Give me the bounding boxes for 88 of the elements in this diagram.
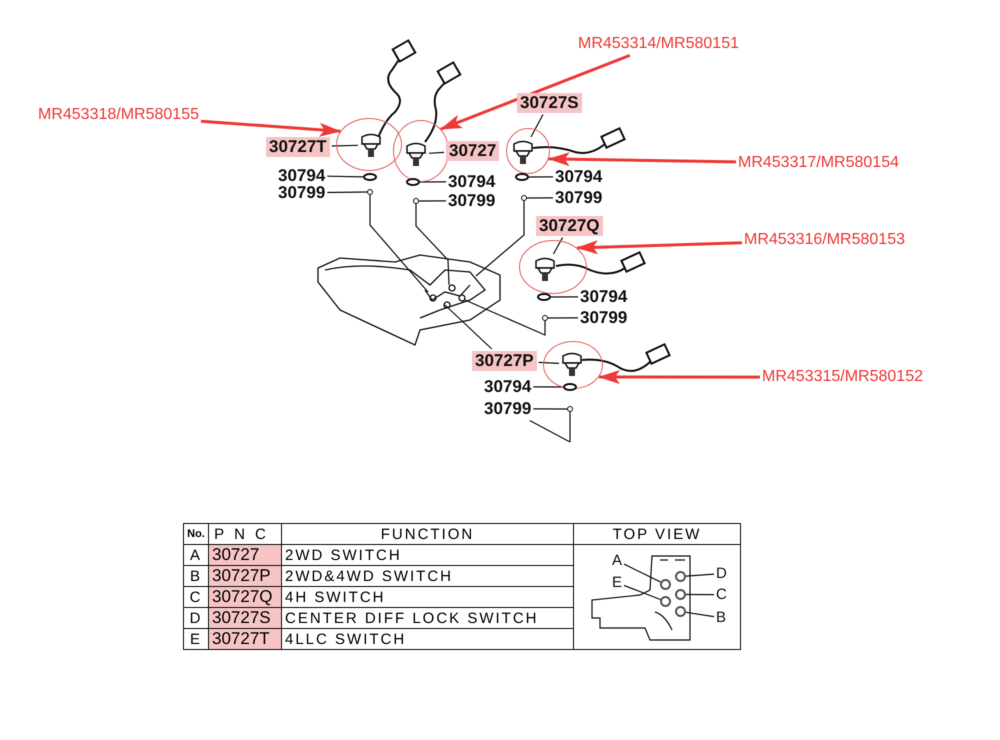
part-code-label: MR453315/MR580152: [762, 368, 923, 386]
part-code-label: MR453314/MR580151: [578, 35, 739, 54]
washer-drawing: [563, 383, 577, 391]
terminal-hole: [675, 606, 686, 617]
switch-drawing: [360, 132, 382, 158]
leader-line: [327, 191, 367, 194]
leader-line: [527, 197, 553, 199]
arrow: [576, 240, 742, 254]
leader-line: [686, 574, 714, 577]
leader-line: [686, 612, 714, 618]
terminal-hole: [660, 596, 671, 607]
part-number: 30794: [278, 166, 326, 186]
leader-line: [428, 152, 444, 154]
washer-drawing: [537, 293, 551, 301]
terminal-letter: D: [716, 565, 727, 582]
leader-line: [569, 412, 571, 442]
part-number: 30727: [446, 141, 500, 161]
leader-line: [551, 296, 578, 298]
part-number: 30727Q: [536, 216, 602, 236]
column-header: No.: [184, 524, 208, 544]
leader-line: [327, 176, 364, 178]
terminal-letter: A: [612, 552, 622, 570]
column-header: FUNCTION: [282, 524, 574, 544]
part-number: 30727P: [472, 351, 537, 371]
pin-drawing: [521, 195, 527, 201]
leader-line: [624, 584, 661, 600]
leader-line: [624, 564, 661, 583]
terminal-hole: [675, 571, 686, 582]
leader-line: [538, 362, 560, 364]
leader-line: [552, 237, 564, 254]
part-number: 30727: [208, 544, 282, 566]
leader-line: [533, 386, 563, 388]
arrow: [200, 120, 342, 137]
switch-drawing: [534, 256, 556, 282]
pin-drawing: [367, 189, 373, 195]
leader-line: [530, 114, 544, 138]
part-number: 30727P: [208, 566, 282, 586]
part-code-label: MR453317/MR580154: [738, 154, 899, 172]
part-number: 30727S: [208, 608, 282, 628]
leader-line: [420, 181, 446, 183]
leader-line: [444, 304, 492, 350]
pin-drawing: [542, 315, 548, 321]
part-number: 30799: [555, 188, 602, 208]
part-number: 30727T: [208, 628, 282, 650]
washer-drawing: [406, 178, 420, 186]
terminal-letter: E: [612, 574, 622, 592]
part-number: 30794: [580, 287, 628, 307]
part-number: 30727T: [266, 137, 330, 157]
leader-line: [332, 144, 358, 147]
washer-drawing: [363, 173, 377, 181]
leader-line: [686, 594, 714, 596]
switch-drawing: [405, 141, 427, 167]
terminal-letter: B: [716, 609, 726, 626]
leader-line: [533, 408, 567, 410]
pin-drawing: [413, 198, 419, 204]
part-number: 30799: [580, 308, 628, 328]
leader-line: [369, 195, 428, 292]
washer-drawing: [515, 173, 529, 181]
terminal-hole: [675, 589, 686, 600]
column-header: TOP VIEW: [574, 524, 740, 544]
part-number: 30794: [484, 377, 532, 397]
arrow: [548, 152, 736, 166]
leader-line: [464, 299, 546, 336]
switch-drawing: [561, 351, 583, 377]
leader-line: [529, 176, 553, 178]
part-number: 30799: [484, 399, 532, 419]
function-label: 2WD SWITCH: [282, 544, 574, 566]
part-number: 30794: [555, 167, 602, 187]
terminal-hole: [660, 579, 671, 590]
arrow: [440, 54, 630, 130]
highlight-circle: [506, 128, 550, 174]
part-number: 30727S: [517, 93, 582, 113]
leader-line: [419, 200, 446, 202]
leader-line: [529, 420, 570, 443]
leader-line: [476, 201, 525, 276]
leader-line: [415, 204, 450, 286]
part-number: 30799: [278, 183, 326, 203]
leader-line: [548, 317, 578, 319]
part-code-label: MR453318/MR580155: [38, 106, 199, 124]
highlight-circle: [336, 118, 402, 171]
switch-drawing: [512, 139, 534, 165]
part-number: 30794: [448, 172, 496, 192]
arrow: [598, 370, 760, 384]
part-number: 30727Q: [208, 586, 282, 608]
part-code-label: MR453316/MR580153: [744, 231, 905, 250]
pin-drawing: [567, 406, 573, 412]
terminal-letter: C: [716, 586, 727, 604]
part-number: 30799: [448, 191, 496, 211]
